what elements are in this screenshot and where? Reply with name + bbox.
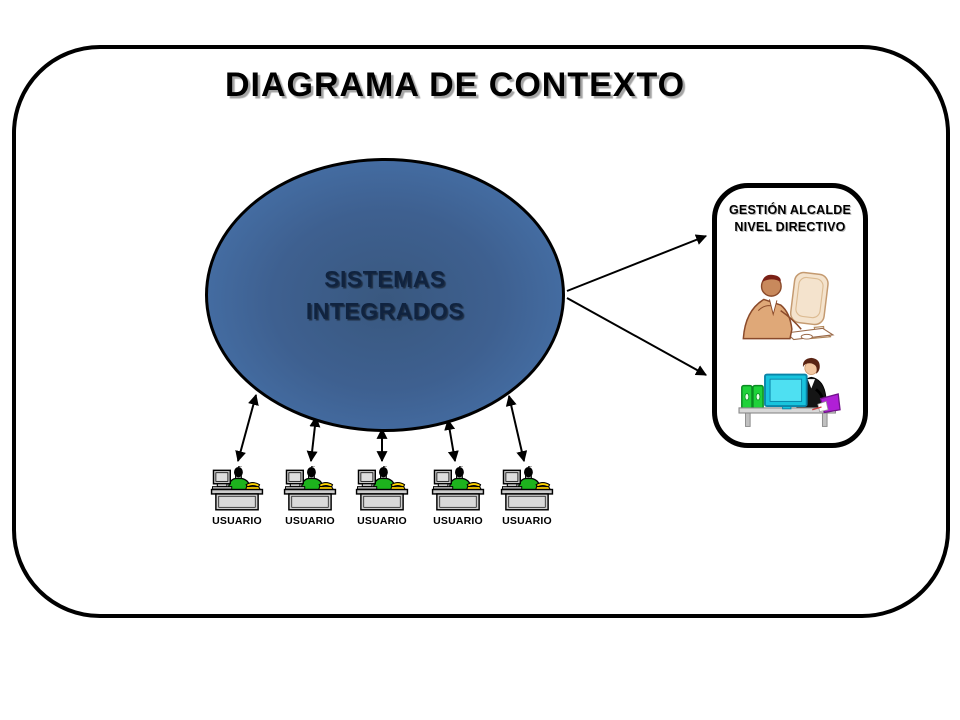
user-label: USUARIO bbox=[285, 515, 335, 527]
diagram-title: DIAGRAMA DE CONTEXTO bbox=[224, 66, 686, 104]
man-at-computer-clipart bbox=[734, 262, 846, 348]
user-node-1: USUARIO bbox=[208, 466, 266, 527]
workstation-icon bbox=[282, 466, 338, 514]
user-node-2: USUARIO bbox=[281, 466, 339, 527]
system-process-ellipse: SISTEMAS INTEGRADOS bbox=[205, 158, 565, 432]
workstation-icon bbox=[499, 466, 555, 514]
workstation-icon bbox=[430, 466, 486, 514]
process-label: SISTEMAS INTEGRADOS bbox=[306, 263, 464, 327]
workstation-icon bbox=[354, 466, 410, 514]
user-node-5: USUARIO bbox=[498, 466, 556, 527]
external-entity-box: GESTIÓN ALCALDE NIVEL DIRECTIVO bbox=[712, 183, 868, 448]
workstation-icon bbox=[209, 466, 265, 514]
user-node-4: USUARIO bbox=[429, 466, 487, 527]
user-label: USUARIO bbox=[433, 515, 483, 527]
external-entity-title-line2: NIVEL DIRECTIVO bbox=[734, 219, 846, 234]
user-node-3: USUARIO bbox=[353, 466, 411, 527]
external-entity-title: GESTIÓN ALCALDE NIVEL DIRECTIVO bbox=[729, 202, 851, 236]
process-label-line2: INTEGRADOS bbox=[305, 298, 465, 324]
woman-at-desk-clipart bbox=[734, 356, 846, 432]
user-label: USUARIO bbox=[212, 515, 262, 527]
user-label: USUARIO bbox=[502, 515, 552, 527]
process-label-line1: SISTEMAS bbox=[324, 265, 446, 292]
external-entity-title-line1: GESTIÓN ALCALDE bbox=[729, 203, 851, 217]
user-label: USUARIO bbox=[357, 515, 407, 527]
